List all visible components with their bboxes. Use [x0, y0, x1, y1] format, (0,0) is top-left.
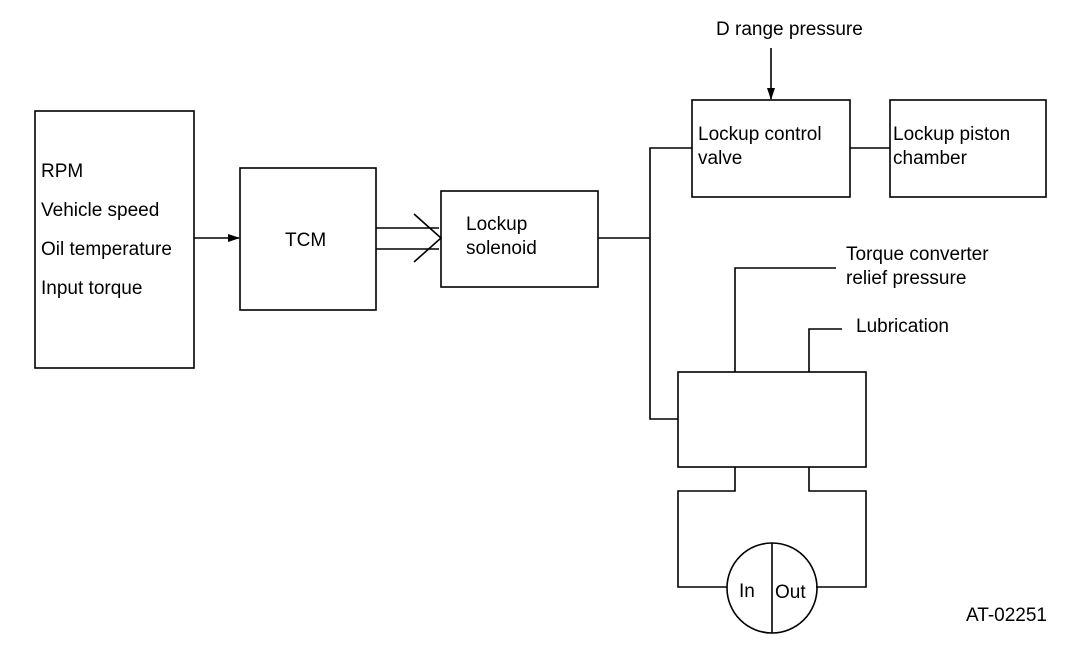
converter-in-label: In — [739, 581, 755, 602]
relief-pressure-label-line2: relief pressure — [846, 268, 967, 289]
input-rpm: RPM — [41, 161, 84, 182]
signal-pressure-line — [649, 147, 692, 420]
converter-in-line — [677, 467, 736, 588]
relief-pressure-label-line1: Torque converter — [846, 244, 989, 265]
control-valve-label-line1: Lockup control — [698, 124, 822, 145]
lubrication-line — [808, 328, 842, 372]
lockup-solenoid-box — [440, 190, 599, 288]
tcm-label: TCM — [285, 230, 327, 251]
solenoid-label-line1: Lockup — [466, 214, 528, 235]
piston-chamber-label-line2: chamber — [893, 148, 967, 169]
converter-out-line — [808, 467, 867, 588]
converter-out-label: Out — [775, 582, 806, 603]
input-vehicle-speed: Vehicle speed — [41, 200, 160, 221]
solenoid-label-line2: solenoid — [466, 238, 537, 259]
inputs-box — [34, 110, 195, 369]
input-torque: Input torque — [41, 278, 143, 299]
torque-converter-box — [677, 371, 867, 468]
piston-chamber-label-line1: Lockup piston — [893, 124, 1011, 145]
lubrication-label: Lubrication — [856, 316, 949, 337]
figure-id: AT-02251 — [966, 605, 1047, 626]
control-valve-label-line2: valve — [698, 148, 743, 169]
lockup-piston-chamber-box — [889, 99, 1047, 198]
tcm-to-solenoid-signal-arrow — [376, 213, 443, 263]
tcm-box — [239, 167, 377, 311]
relief-pressure-line — [734, 267, 836, 372]
d-range-pressure-label: D range pressure — [716, 19, 863, 40]
input-oil-temperature: Oil temperature — [41, 239, 172, 260]
